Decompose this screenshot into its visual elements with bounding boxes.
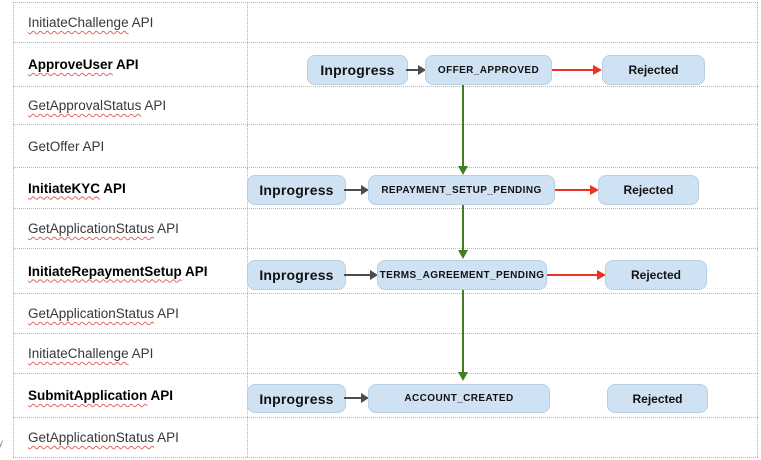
api-label: GetApprovalStatus API	[28, 98, 167, 113]
flow-cell	[247, 334, 758, 373]
table-row: InitiateChallenge API	[13, 3, 758, 43]
flow-cell	[247, 43, 758, 86]
api-label: InitiateChallenge API	[28, 346, 154, 361]
api-cell: ApproveUser API	[13, 43, 247, 86]
clipped-text-fragment: y	[0, 438, 3, 449]
flow-cell	[247, 418, 758, 457]
table-row: SubmitApplication API	[13, 374, 758, 418]
table-row: InitiateRepaymentSetup API	[13, 249, 758, 294]
table-row: InitiateKYC API	[13, 168, 758, 209]
api-state-table: InitiateChallenge API ApproveUser API Ge…	[13, 2, 758, 458]
api-cell: GetApplicationStatus API	[13, 418, 247, 457]
flow-cell	[247, 3, 758, 42]
table-row: GetApprovalStatus API	[13, 87, 758, 125]
api-label: GetOffer API	[28, 138, 105, 154]
flow-cell	[247, 168, 758, 208]
api-label: GetApplicationStatus API	[28, 221, 179, 236]
api-cell: SubmitApplication API	[13, 374, 247, 417]
api-cell: InitiateKYC API	[13, 168, 247, 208]
flow-cell	[247, 209, 758, 248]
table-row: GetApplicationStatus API	[13, 418, 758, 458]
table-row: ApproveUser API	[13, 43, 758, 87]
api-cell: InitiateChallenge API	[13, 334, 247, 373]
api-label: InitiateChallenge API	[28, 15, 154, 30]
flow-cell	[247, 374, 758, 417]
api-label: InitiateRepaymentSetup API	[28, 263, 208, 279]
flow-cell	[247, 87, 758, 124]
api-cell: GetApplicationStatus API	[13, 294, 247, 333]
api-cell: InitiateChallenge API	[13, 3, 247, 42]
api-cell: GetApprovalStatus API	[13, 87, 247, 124]
table-row: GetApplicationStatus API	[13, 294, 758, 334]
table-row: GetOffer API	[13, 125, 758, 168]
api-label: SubmitApplication API	[28, 388, 174, 403]
table-row: GetApplicationStatus API	[13, 209, 758, 249]
api-cell: GetApplicationStatus API	[13, 209, 247, 248]
api-label: InitiateKYC API	[28, 180, 126, 196]
flow-cell	[247, 125, 758, 167]
api-label: GetApplicationStatus API	[28, 306, 179, 321]
api-cell: GetOffer API	[13, 125, 247, 167]
api-label: GetApplicationStatus API	[28, 430, 179, 445]
api-label: ApproveUser API	[28, 57, 139, 72]
table-row: InitiateChallenge API	[13, 334, 758, 374]
flow-cell	[247, 294, 758, 333]
flow-cell	[247, 249, 758, 293]
api-cell: InitiateRepaymentSetup API	[13, 249, 247, 293]
